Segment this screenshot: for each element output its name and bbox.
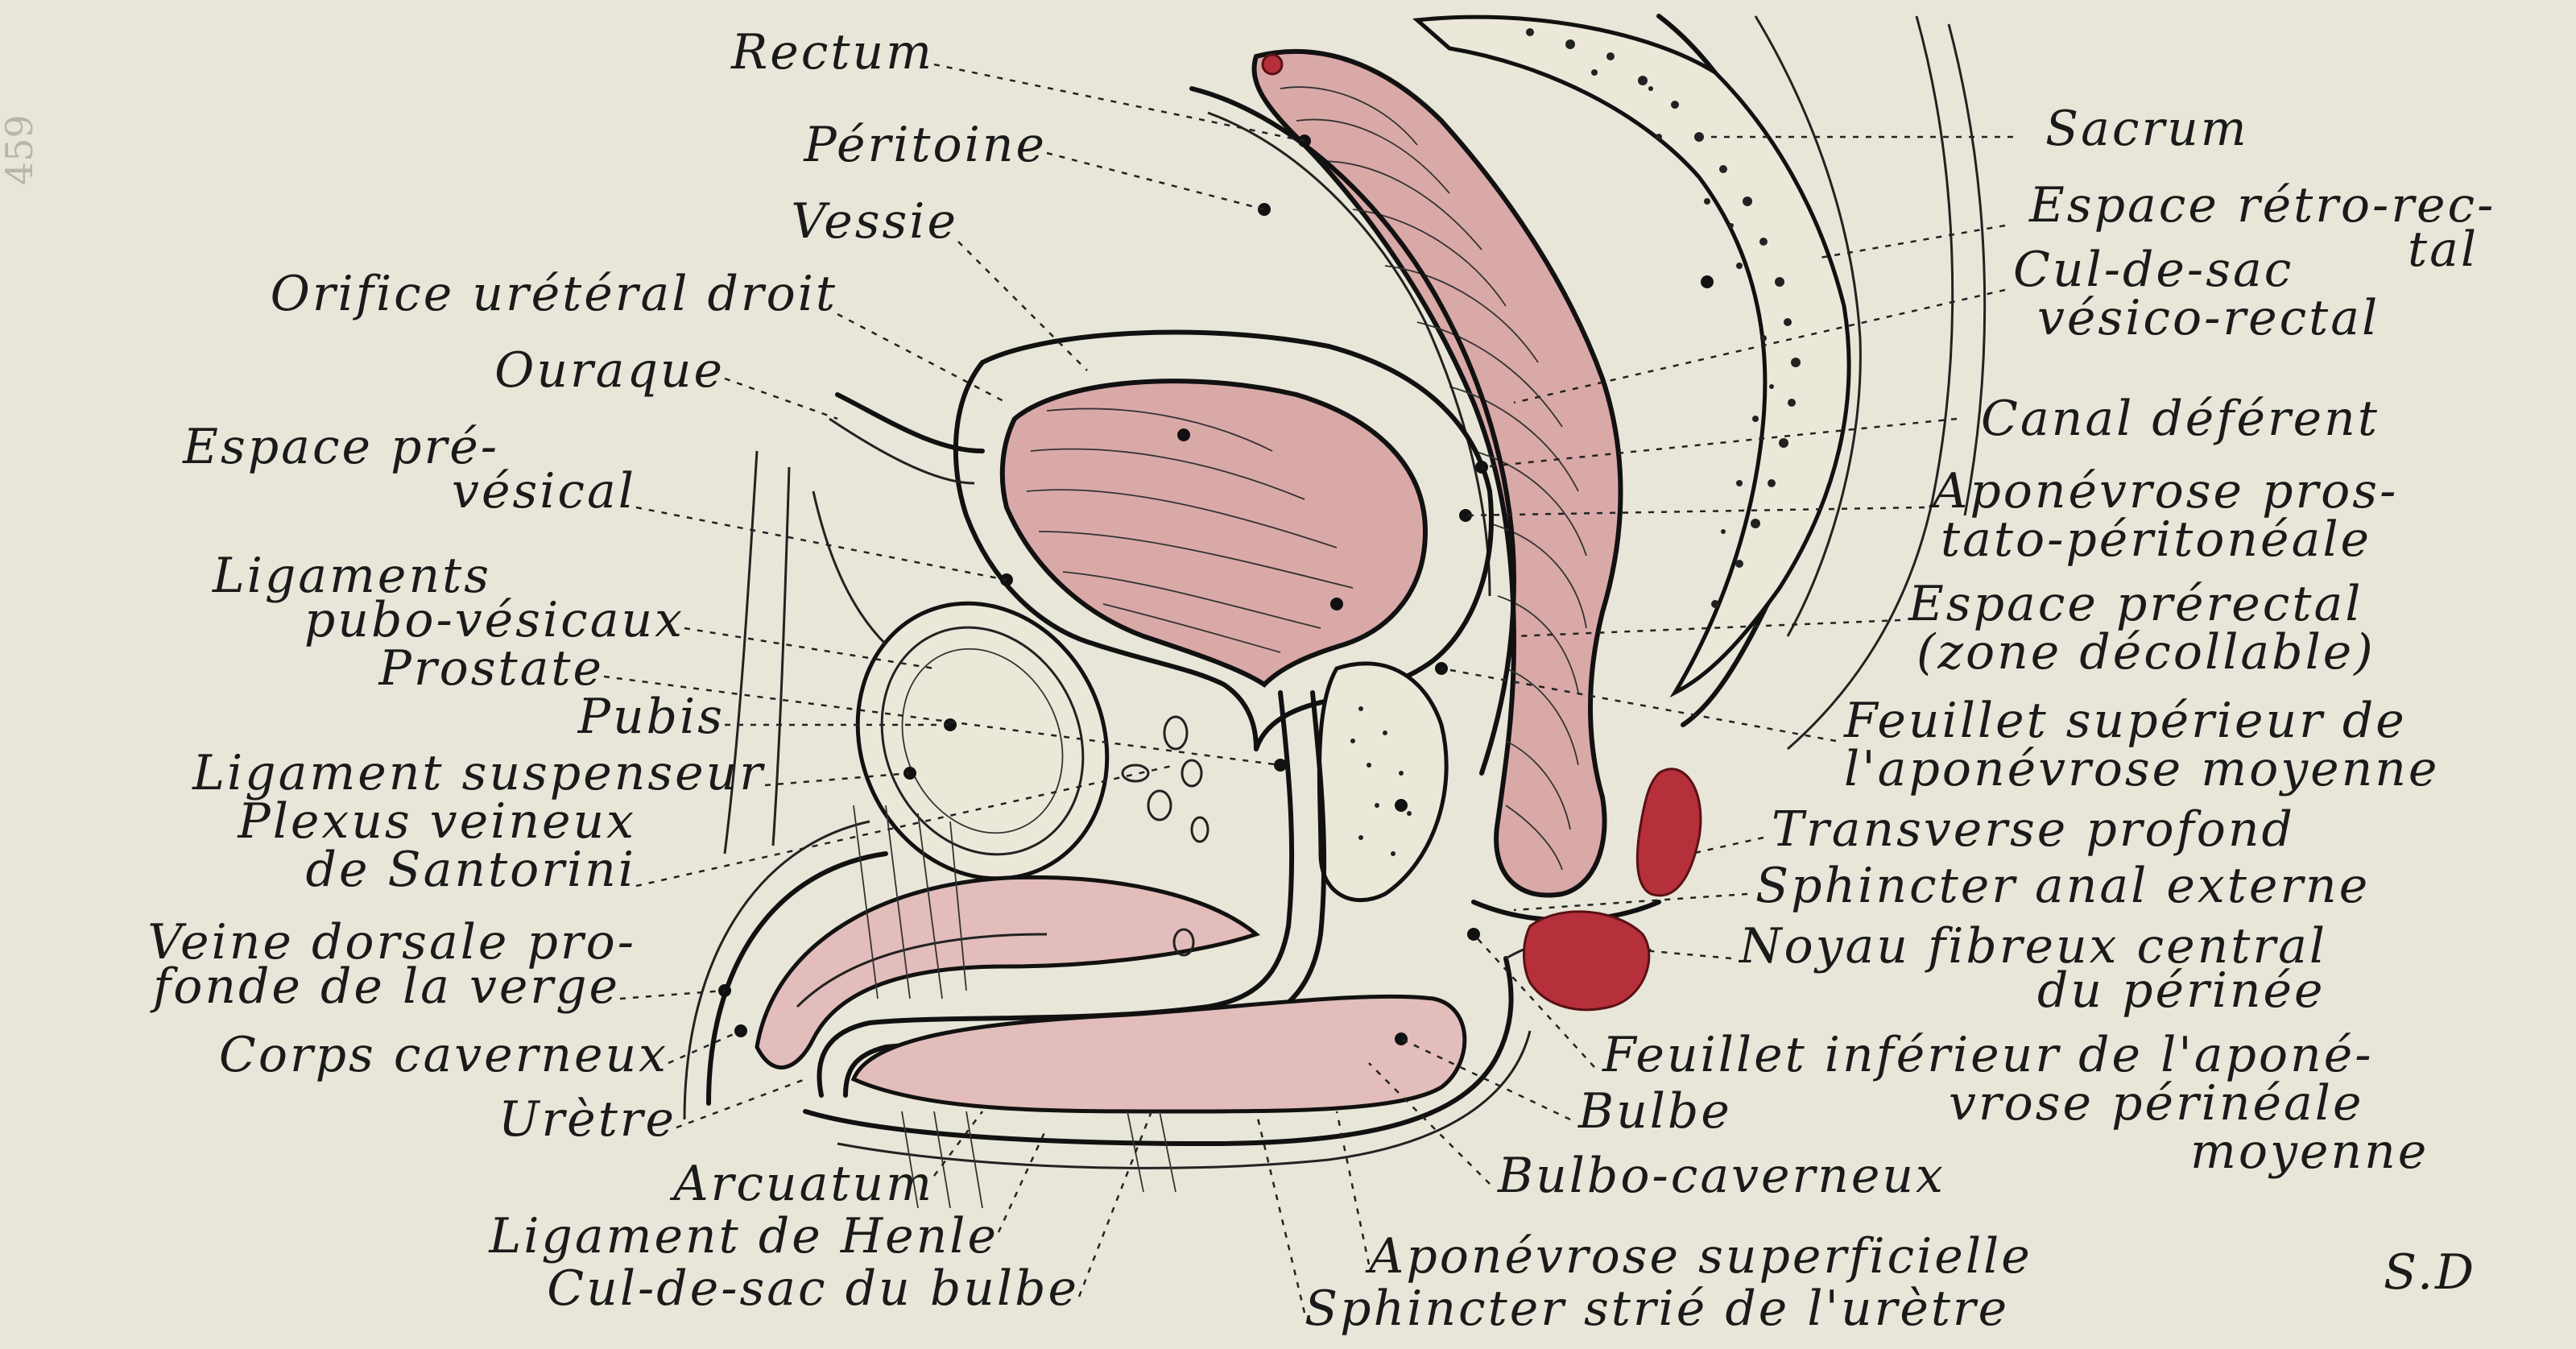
label-fonde-verge: fonde de la verge — [150, 958, 620, 1015]
label-moyenne: moyenne — [2190, 1123, 2429, 1180]
label-aponevrose-superficielle: Aponévrose superficielle — [1365, 1228, 2032, 1285]
label-prostate: Prostate — [378, 640, 604, 697]
label-sphincter-anal: Sphincter anal externe — [1755, 858, 2370, 914]
label-vesico-rectal: vésico-rectal — [2037, 290, 2380, 346]
label-pubis: Pubis — [577, 689, 725, 745]
label-bulbe: Bulbe — [1577, 1083, 1732, 1140]
perineal-body — [1524, 912, 1649, 1010]
label-sacrum: Sacrum — [2045, 101, 2249, 157]
label-cul-de-sac-bulbe: Cul-de-sac du bulbe — [547, 1260, 1079, 1317]
label-du-perinee: du périnée — [2037, 962, 2326, 1019]
label-peritoine: Péritoine — [803, 117, 1047, 173]
label-tato-peritoneale: tato-péritonéale — [1941, 511, 2371, 568]
label-transverse-profond: Transverse profond — [1772, 801, 2295, 858]
label-aponevrose-moyenne: l'aponévrose moyenne — [1844, 741, 2439, 797]
label-canal-deferent: Canal déférent — [1981, 391, 2380, 447]
prostate — [1319, 664, 1446, 900]
label-zone-decollable: (zone décollable) — [1916, 624, 2375, 681]
label-orifice-ureteral: Orifice urétéral droit — [271, 266, 837, 322]
label-rectum: Rectum — [730, 24, 934, 81]
label-vessie: Vessie — [791, 193, 958, 250]
label-corps-caverneux: Corps caverneux — [219, 1027, 668, 1083]
label-arcuatum: Arcuatum — [669, 1156, 934, 1212]
artist-signature: S.D — [2384, 1244, 2476, 1301]
external-anal-sphincter — [1637, 769, 1701, 896]
label-bulbo-caverneux: Bulbo-caverneux — [1497, 1148, 1945, 1204]
label-vesical: vésical — [452, 463, 636, 519]
label-ouraque: Ouraque — [494, 342, 725, 399]
bulb — [854, 996, 1465, 1111]
margin-mark: 459 — [0, 114, 41, 185]
label-uretre: Urètre — [498, 1091, 676, 1148]
label-ligament-henle: Ligament de Henle — [488, 1208, 999, 1264]
label-santorini: de Santorini — [306, 842, 636, 898]
label-sphincter-strie: Sphincter strié de l'urètre — [1305, 1281, 2009, 1337]
label-tal: tal — [2408, 221, 2479, 278]
